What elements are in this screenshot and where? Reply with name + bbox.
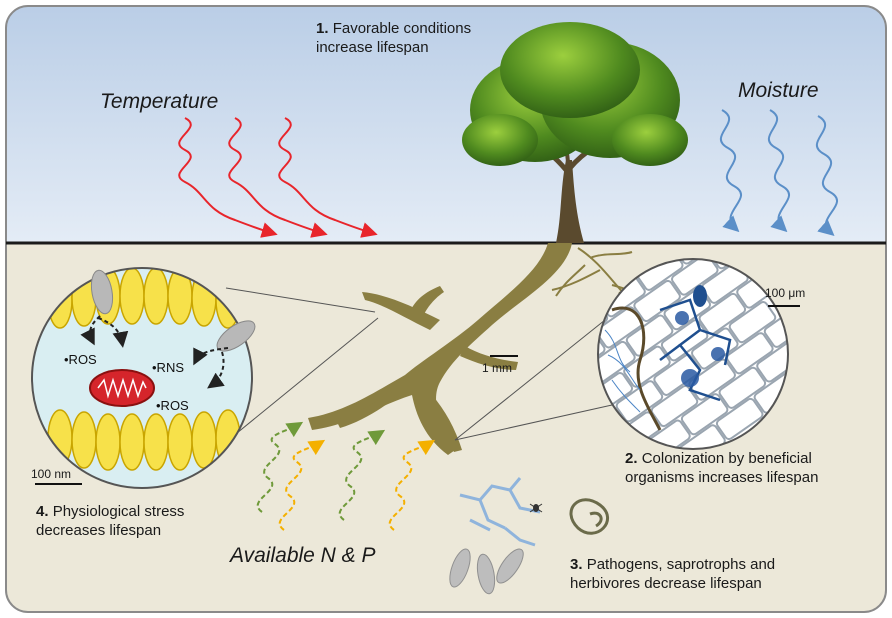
scale-label-mm: 1 mm <box>482 361 512 375</box>
ros-label: •ROS <box>64 352 97 367</box>
condition-2-line1: Colonization by beneficial <box>641 450 812 467</box>
nutrient-waves <box>256 421 436 531</box>
moisture-waves <box>720 109 838 236</box>
pathogens-group <box>449 477 609 595</box>
ros-label: •ROS <box>156 398 189 413</box>
condition-4-line1: Physiological stress <box>52 503 185 520</box>
herbivore-icon <box>529 503 543 513</box>
condition-4-label: 4. Physiological stress decreases lifesp… <box>36 502 184 540</box>
tree <box>462 22 688 243</box>
condition-1-line2: increase lifespan <box>316 39 429 56</box>
root-tissue-inset <box>597 258 800 450</box>
condition-1-number: 1. <box>316 20 329 37</box>
nutrients-label: Available N & P <box>230 544 376 567</box>
condition-2-line2: organisms increases lifespan <box>625 469 819 486</box>
scale-label-um: 100 μm <box>765 286 806 300</box>
root-system <box>308 243 572 455</box>
condition-4-line2: decreases lifespan <box>36 522 162 539</box>
condition-3-line2: herbivores decrease lifespan <box>570 575 762 592</box>
spores <box>449 548 524 595</box>
condition-3-number: 3. <box>570 556 583 573</box>
sky <box>6 6 886 243</box>
mitochondrion <box>89 369 155 407</box>
condition-3-label: 3. Pathogens, saprotrophs and herbivores… <box>570 555 775 593</box>
condition-2-number: 2. <box>625 450 638 467</box>
rns-label: •RNS <box>152 360 184 375</box>
condition-3-line1: Pathogens, saprotrophs and <box>586 556 776 573</box>
temperature-waves <box>178 117 378 238</box>
microbe-cell <box>90 269 114 315</box>
condition-1-line1: Favorable conditions <box>332 20 472 37</box>
condition-1-label: 1. Favorable conditions increase lifespa… <box>316 19 471 57</box>
nematode-icon <box>569 498 609 535</box>
condition-4-number: 4. <box>36 503 49 520</box>
frame <box>5 5 887 613</box>
fungal-hyphae <box>659 298 732 402</box>
moisture-label: Moisture <box>738 79 819 102</box>
scale-label-nm: 100 nm <box>31 467 72 481</box>
condition-2-label: 2. Colonization by beneficial organisms … <box>625 449 818 487</box>
temperature-label: Temperature <box>100 90 219 113</box>
